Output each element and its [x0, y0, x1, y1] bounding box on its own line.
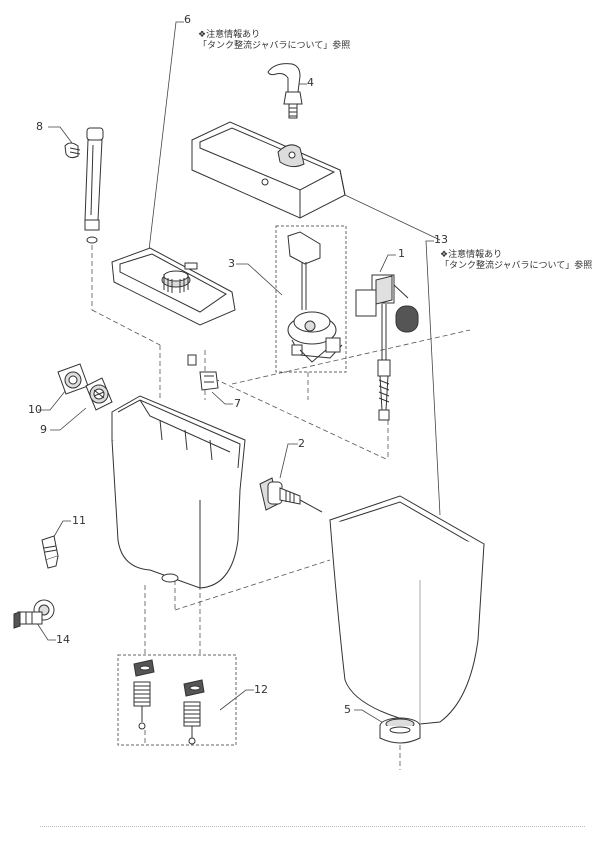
tank-lid — [191, 121, 346, 219]
leader-lines — [34, 21, 441, 725]
inlet-gasket-part-10 — [57, 363, 89, 395]
stop-valve-part-14 — [13, 599, 55, 629]
assembly-guide-lines — [91, 245, 471, 770]
callout-4: 4 — [307, 76, 314, 89]
callout-13: 13 — [434, 233, 448, 246]
callout-12: 12 — [254, 683, 268, 696]
flush-valve-part-3 — [275, 225, 347, 373]
rectifier-bellows-part-6 — [111, 247, 236, 326]
callout-3: 3 — [228, 257, 235, 270]
caution-note-line1: ❖注意情報あり — [198, 30, 261, 40]
bolt-set-right — [183, 679, 205, 745]
bolt-set-left — [133, 659, 155, 730]
footer-divider — [40, 826, 585, 827]
callout-8: 8 — [36, 120, 43, 133]
callout-9: 9 — [40, 423, 47, 436]
bolt-sets-part-12 — [117, 654, 237, 746]
caution-note-line1: ❖注意情報あり — [440, 250, 503, 260]
clip-part-7 — [187, 354, 219, 391]
supply-pipe-part-8 — [64, 127, 104, 244]
fill-valve-part-1 — [355, 274, 419, 421]
caution-note-line2: 「タンク整流ジャバラについて」参照 — [198, 41, 351, 51]
callout-10: 10 — [28, 403, 42, 416]
tank-inner-body — [111, 395, 246, 589]
callout-6: 6 — [184, 13, 191, 26]
caution-note-part-6[interactable]: ❖注意情報あり 「タンク整流ジャバラについて」参照 — [198, 30, 350, 52]
tank-gasket-part-5 — [379, 717, 421, 744]
strainer-part-9 — [85, 377, 113, 411]
faucet-spout-part-4 — [267, 63, 303, 119]
cap-part-11 — [41, 535, 59, 569]
callout-11: 11 — [72, 514, 86, 527]
callout-14: 14 — [56, 633, 70, 646]
callout-7: 7 — [234, 397, 241, 410]
callout-5: 5 — [344, 703, 351, 716]
flush-lever-part-2 — [259, 477, 323, 513]
caution-note-part-13[interactable]: ❖注意情報あり 「タンク整流ジャバラについて」参照 — [440, 250, 592, 272]
outer-tank — [328, 495, 486, 725]
caution-note-line2: 「タンク整流ジャバラについて」参照 — [440, 261, 593, 271]
callout-2: 2 — [298, 437, 305, 450]
callout-1: 1 — [398, 247, 405, 260]
